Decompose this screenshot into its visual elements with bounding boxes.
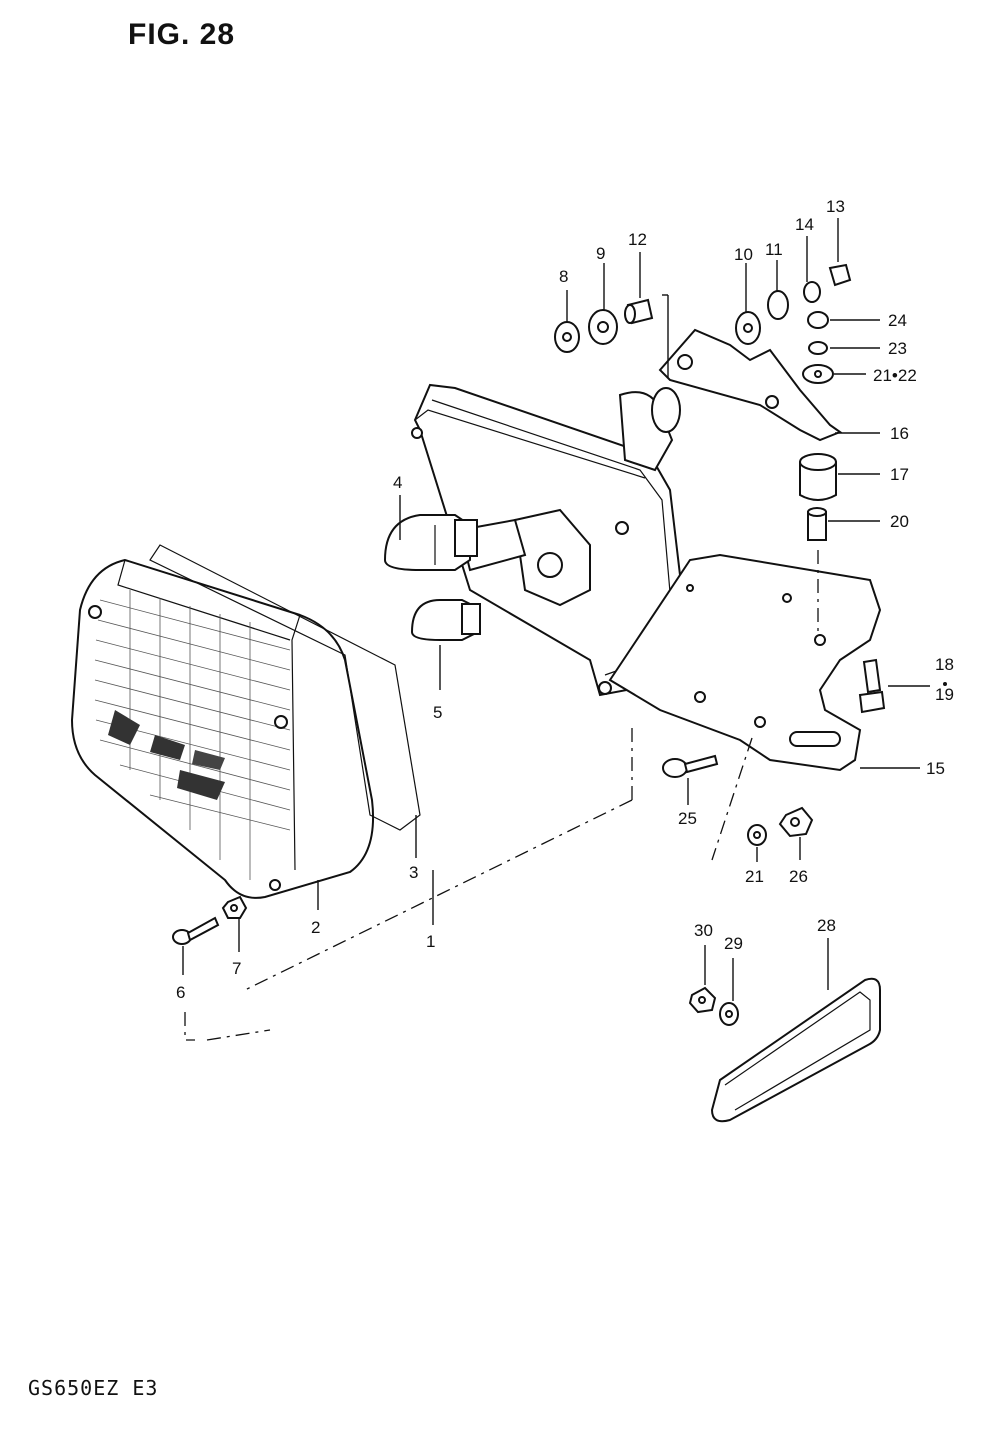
- callout-28: 28: [817, 916, 836, 935]
- callout-18: 18: [935, 655, 954, 674]
- stop-bulb: [410, 599, 481, 641]
- callout-6: 6: [176, 983, 185, 1002]
- callout-16: 16: [890, 424, 909, 443]
- callout-14: 14: [795, 215, 814, 234]
- callout-3: 3: [409, 863, 418, 882]
- callout-25: 25: [678, 809, 697, 828]
- callout-21-lower: 21: [745, 867, 764, 886]
- callout-8: 8: [559, 267, 568, 286]
- lens-gasket: [149, 544, 421, 831]
- callout-2: 2: [311, 918, 320, 937]
- tail-lamp-lens: [70, 558, 375, 899]
- callout-9: 9: [596, 244, 605, 263]
- tail-lamp-housing: [411, 383, 692, 697]
- callout-15: 15: [926, 759, 945, 778]
- callout-separator-dot: [943, 682, 947, 686]
- callout-11: 11: [765, 240, 783, 259]
- callout-4: 4: [393, 473, 402, 492]
- callout-1: 1: [426, 932, 435, 951]
- callout-20: 20: [890, 512, 909, 531]
- callout-17: 17: [890, 465, 909, 484]
- fasteners: [172, 658, 886, 1026]
- figure-title: FIG. 28: [128, 18, 236, 51]
- mounting-hardware: [554, 263, 852, 541]
- callout-5: 5: [433, 703, 442, 722]
- leader-lines: [182, 218, 930, 1041]
- callout-13: 13: [826, 197, 845, 216]
- rear-reflector: [710, 977, 881, 1123]
- callout-7: 7: [232, 959, 241, 978]
- callout-29: 29: [724, 934, 743, 953]
- callout-10: 10: [734, 245, 753, 264]
- model-code-label: GS650EZ E3: [28, 1376, 159, 1400]
- callout-26: 26: [789, 867, 808, 886]
- tail-bulb: [383, 514, 478, 571]
- callout-19: 19: [935, 685, 954, 704]
- license-plate-bracket: [608, 553, 882, 772]
- callout-21-22: 21•22: [873, 366, 917, 385]
- callout-12: 12: [628, 230, 647, 249]
- callout-30: 30: [694, 921, 713, 940]
- callout-23: 23: [888, 339, 907, 358]
- callout-24: 24: [888, 311, 907, 330]
- upper-bracket: [658, 328, 843, 442]
